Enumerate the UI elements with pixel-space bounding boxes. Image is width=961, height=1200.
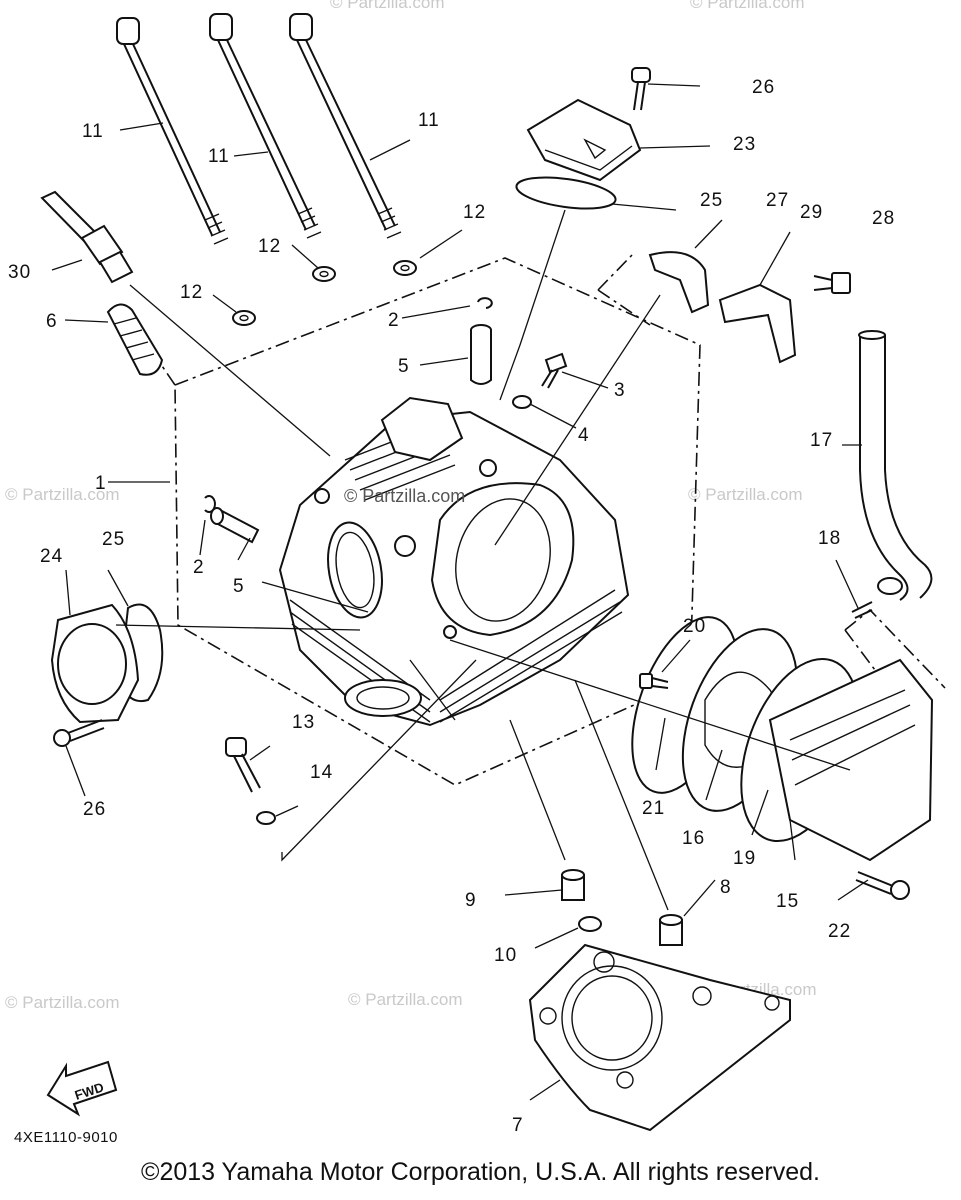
- callout-23: 23: [733, 134, 756, 155]
- bolt-13: [225, 737, 261, 793]
- spark-plug-boot: [106, 303, 164, 376]
- callout-20: 20: [683, 616, 706, 637]
- valve-guide-parts: [204, 297, 568, 544]
- callout-22: 22: [828, 921, 851, 942]
- dowel-9: [561, 869, 585, 901]
- head-cover-assembly: [631, 616, 934, 862]
- screw-26-top: [631, 67, 651, 111]
- bolt-3: [541, 352, 568, 389]
- callout-25: 25: [700, 190, 723, 211]
- washer-14: [256, 811, 276, 825]
- callout-2: 2: [388, 310, 400, 331]
- callout-19: 19: [733, 848, 756, 869]
- cylinder-head: [278, 396, 630, 727]
- bolt-28: [813, 272, 851, 294]
- screw-20: [639, 673, 669, 689]
- callout-26: 26: [83, 799, 106, 820]
- watermark-top-right: © Partzilla.com: [690, 0, 805, 12]
- callout-18: 18: [818, 528, 841, 549]
- callout-1: 1: [95, 473, 107, 494]
- callout-2: 2: [193, 557, 205, 578]
- callout-24: 24: [40, 546, 63, 567]
- breather-hose: [858, 330, 933, 601]
- callout-15: 15: [776, 891, 799, 912]
- push-rod-right: [289, 13, 402, 239]
- callout-14: 14: [310, 762, 333, 783]
- watermark-top: © Partzilla.com: [330, 0, 445, 12]
- valve-guide-upper: [470, 324, 492, 385]
- push-rods: [116, 13, 402, 245]
- callout-12: 12: [180, 282, 203, 303]
- callout-8: 8: [720, 877, 732, 898]
- callout-9: 9: [465, 890, 477, 911]
- callout-11: 11: [82, 121, 104, 142]
- tappet-cover-top: [526, 98, 642, 182]
- tappet-cover-left: [50, 603, 164, 724]
- callout-25: 25: [102, 529, 125, 550]
- callout-7: 7: [512, 1115, 524, 1136]
- bolt-22: [855, 871, 910, 900]
- clip-lower: [204, 495, 216, 513]
- callout-12: 12: [258, 236, 281, 257]
- watermark-bottom-mid: © Partzilla.com: [348, 990, 463, 1009]
- hose-clip-18: [851, 601, 873, 619]
- copyright-notice: ©2013 Yamaha Motor Corporation, U.S.A. A…: [141, 1158, 820, 1186]
- washer-10: [578, 916, 602, 932]
- callout-6: 6: [46, 311, 58, 332]
- washers-12: [232, 260, 417, 326]
- leader-lines: [51, 83, 869, 1101]
- watermark-left: © Partzilla.com: [5, 485, 120, 504]
- callout-27: 27: [766, 190, 789, 211]
- fwd-arrow-icon: FWD: [46, 1060, 118, 1117]
- push-rod-left: [116, 17, 229, 245]
- callout-11: 11: [208, 146, 230, 167]
- callout-12: 12: [463, 202, 486, 223]
- callout-21: 21: [642, 798, 665, 819]
- o-ring-25-top: [515, 176, 617, 210]
- cylinder-head-gasket: [528, 943, 791, 1132]
- callout-28: 28: [872, 208, 895, 229]
- dowel-8: [659, 914, 683, 946]
- callout-11: 11: [418, 110, 440, 131]
- callout-5: 5: [233, 576, 245, 597]
- valve-guide-lower: [210, 507, 260, 544]
- clip-upper: [477, 297, 493, 309]
- callout-numbers: 11 11 11 12 12 12 30 6 2 5 3 4 1 2 5 24 …: [8, 77, 895, 1136]
- callout-3: 3: [614, 380, 626, 401]
- diagram-code: 4XE1110-9010: [14, 1129, 118, 1146]
- callout-29: 29: [800, 202, 823, 223]
- callout-13: 13: [292, 712, 315, 733]
- watermark-bottom-left: © Partzilla.com: [5, 993, 120, 1012]
- watermark-center: © Partzilla.com: [344, 486, 465, 506]
- bracket-parts: [648, 251, 851, 364]
- callout-26: 26: [752, 77, 775, 98]
- push-rod-mid: [209, 13, 322, 239]
- callout-5: 5: [398, 356, 410, 377]
- callout-4: 4: [578, 425, 590, 446]
- callout-16: 16: [682, 828, 705, 849]
- watermark-right: © Partzilla.com: [688, 485, 803, 504]
- callout-30: 30: [8, 262, 31, 283]
- callout-17: 17: [810, 430, 833, 451]
- callout-10: 10: [494, 945, 517, 966]
- spark-plug: [40, 190, 134, 284]
- o-ring-4: [512, 395, 532, 409]
- screw-26-left: [53, 719, 105, 747]
